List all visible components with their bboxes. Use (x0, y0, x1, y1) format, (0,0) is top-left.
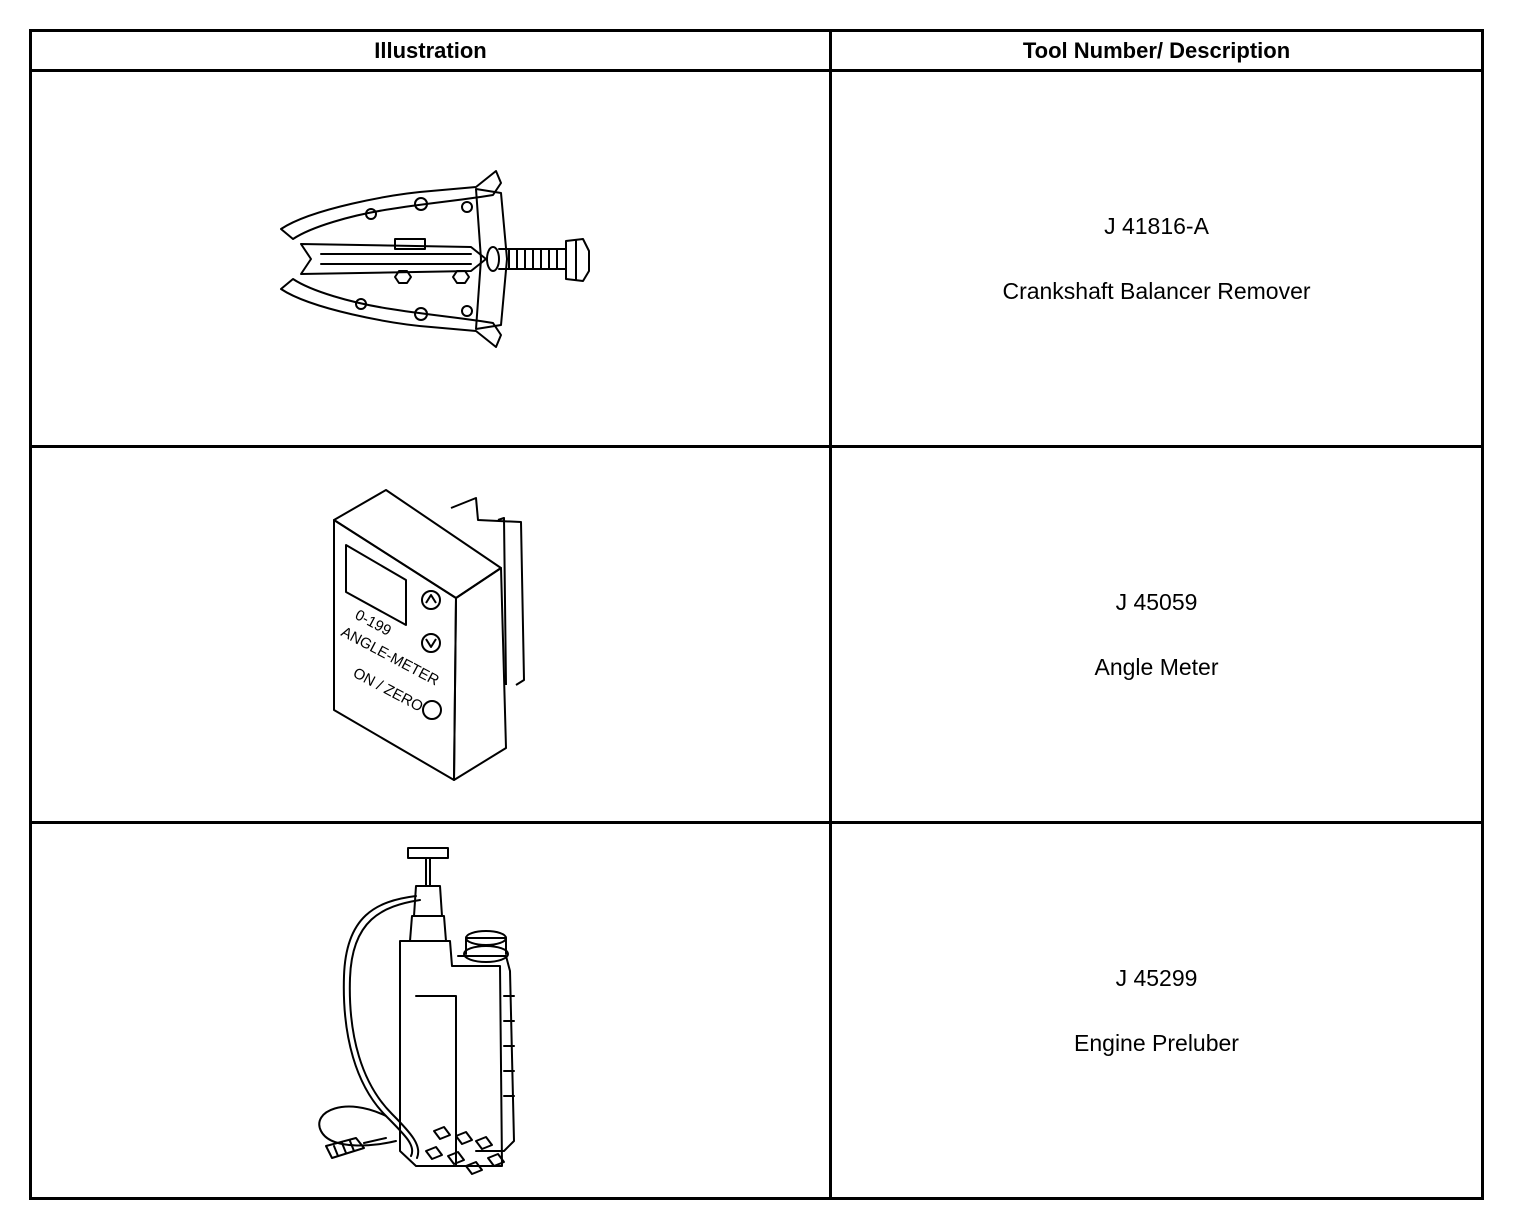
puller-icon (271, 159, 591, 359)
tool-number: J 41816-A (1104, 212, 1209, 239)
header-tool-description: Tool Number/ Description (829, 29, 1484, 72)
description-cell: J 45299 Engine Preluber (829, 821, 1484, 1200)
illustration-cell (29, 69, 832, 448)
header-row: Illustration Tool Number/ Description (29, 29, 1484, 72)
tool-table: Illustration Tool Number/ Description (29, 29, 1484, 1200)
preluber-icon (316, 846, 546, 1176)
illustration-cell (29, 821, 832, 1200)
table-row: J 45299 Engine Preluber (29, 821, 1484, 1200)
header-illustration: Illustration (29, 29, 832, 72)
description-cell: J 41816-A Crankshaft Balancer Remover (829, 69, 1484, 448)
illustration-cell: 0-199 ANGLE-METER ON / ZERO (29, 445, 832, 824)
table-row: J 41816-A Crankshaft Balancer Remover (29, 69, 1484, 448)
tool-description: Engine Preluber (1074, 1029, 1239, 1056)
description-cell: J 45059 Angle Meter (829, 445, 1484, 824)
tool-description: Angle Meter (1094, 653, 1219, 680)
tool-number: J 45059 (1115, 588, 1198, 615)
tool-number: J 45299 (1115, 964, 1198, 991)
tool-description: Crankshaft Balancer Remover (1002, 277, 1311, 304)
angle-meter-icon: 0-199 ANGLE-METER ON / ZERO (326, 480, 536, 790)
table-row: 0-199 ANGLE-METER ON / ZERO J 45059 Angl… (29, 445, 1484, 824)
